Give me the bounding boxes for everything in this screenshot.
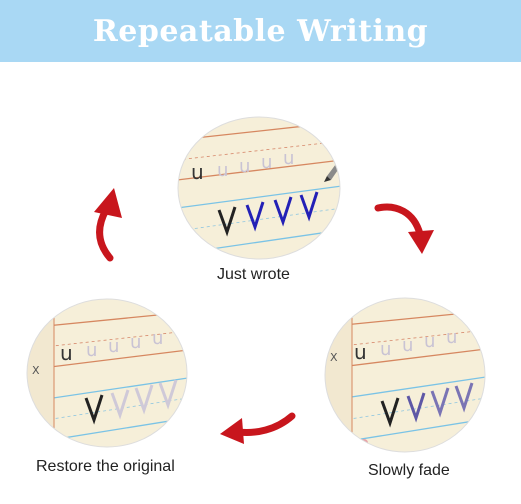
curved-arrow-icon xyxy=(220,412,296,444)
svg-text:X: X xyxy=(32,364,40,377)
curved-arrow-icon xyxy=(94,188,122,262)
svg-text:u: u xyxy=(217,160,228,181)
svg-text:u: u xyxy=(130,332,141,353)
svg-text:u: u xyxy=(152,328,163,349)
svg-text:u: u xyxy=(424,331,435,352)
svg-text:u: u xyxy=(380,339,391,360)
svg-text:u: u xyxy=(354,340,367,364)
caption-restore-original: Restore the original xyxy=(36,458,175,475)
caption-just-wrote: Just wrote xyxy=(217,266,290,283)
svg-text:u: u xyxy=(60,341,73,365)
svg-text:u: u xyxy=(283,148,294,169)
page-title: Repeatable Writing xyxy=(92,13,429,49)
svg-text:u: u xyxy=(108,336,119,357)
svg-text:u: u xyxy=(402,335,413,356)
caption-slowly-fade: Slowly fade xyxy=(368,462,450,479)
curved-arrow-icon xyxy=(374,203,434,254)
svg-text:u: u xyxy=(191,160,204,184)
stage-just-wrote-image: u u u u u xyxy=(177,116,341,260)
svg-text:u: u xyxy=(239,156,250,177)
svg-text:X: X xyxy=(330,351,338,364)
stage-restore-original-image: X u u u u u xyxy=(26,298,188,448)
title-banner: Repeatable Writing xyxy=(0,0,521,62)
svg-text:u: u xyxy=(446,327,457,348)
svg-text:u: u xyxy=(86,340,97,361)
stage-slowly-fade-image: u u u u u X xyxy=(324,297,486,453)
svg-text:u: u xyxy=(261,152,272,173)
